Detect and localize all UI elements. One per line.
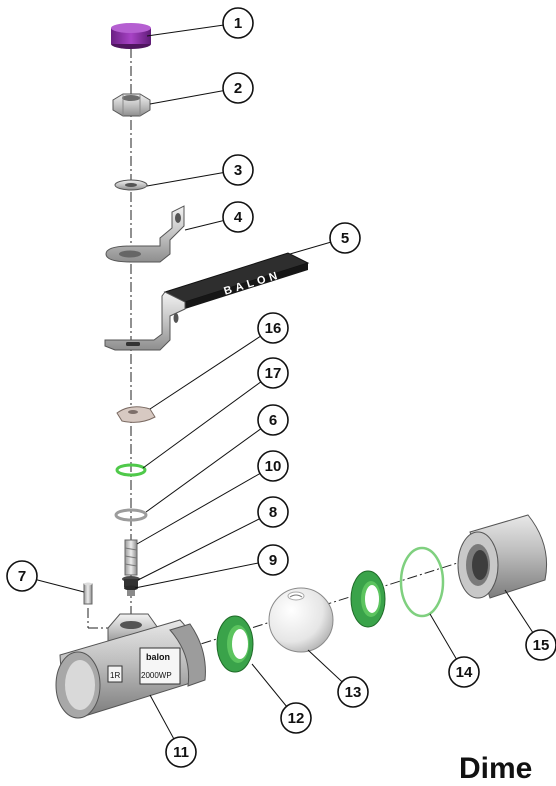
callout-number: 15 [533, 637, 550, 654]
hex-nut-part [112, 93, 151, 117]
leader-line [137, 511, 274, 581]
callout-number: 2 [234, 80, 242, 97]
body-rating-label: 2000WP [141, 671, 172, 680]
callout-number: 8 [269, 504, 277, 521]
callout-number: 10 [265, 458, 282, 475]
valve-body-part: 1R balon 2000WP [55, 613, 206, 719]
callout-number: 16 [265, 320, 282, 337]
callout-12: 12 [280, 702, 312, 734]
leader-line [142, 372, 274, 469]
callout-number: 4 [234, 209, 243, 226]
callout-17: 17 [257, 357, 289, 389]
seat-left-part [216, 615, 254, 673]
end-connector-part [457, 514, 548, 599]
callout-circle [165, 736, 197, 768]
callout-number: 17 [265, 365, 282, 382]
washer-part [114, 179, 148, 191]
seat-right-part [350, 570, 386, 628]
callout-10: 10 [257, 450, 289, 482]
callout-13: 13 [337, 676, 369, 708]
callout-9: 9 [257, 544, 289, 576]
callout-circle [6, 560, 38, 592]
callout-circle [222, 72, 254, 104]
callout-circle [280, 702, 312, 734]
callout-8: 8 [257, 496, 289, 528]
callout-14: 14 [448, 656, 480, 688]
leader-line [149, 327, 274, 410]
callout-1: 1 [222, 7, 254, 39]
callout-15: 15 [525, 629, 556, 661]
stop-washer-part [116, 406, 156, 423]
leader-line [134, 559, 274, 589]
stem-part [124, 539, 138, 576]
callout-circle [525, 629, 556, 661]
callout-number: 14 [456, 664, 473, 681]
leader-line [145, 419, 274, 513]
cap-nut-part [111, 23, 151, 49]
body-brand-label: balon [146, 652, 170, 662]
callout-number: 13 [345, 684, 362, 701]
callout-circle [257, 404, 289, 436]
callout-circle [222, 7, 254, 39]
callout-3: 3 [222, 154, 254, 186]
callout-number: 11 [173, 744, 189, 761]
section-heading: Dime [459, 752, 533, 785]
callout-number: 6 [269, 412, 277, 429]
body-size-label: 1R [110, 671, 120, 680]
callout-circle [222, 201, 254, 233]
callout-number: 9 [269, 552, 277, 569]
callout-circle [257, 496, 289, 528]
stop-plate-part [105, 205, 185, 263]
callout-number: 3 [234, 162, 242, 179]
callout-11: 11 [165, 736, 197, 768]
callout-circle [222, 154, 254, 186]
callout-circle [329, 222, 361, 254]
callout-5: 5 [329, 222, 361, 254]
callout-circle [448, 656, 480, 688]
ball-part [268, 587, 334, 653]
callout-number: 5 [341, 230, 349, 247]
callout-number: 7 [18, 568, 26, 585]
callout-4: 4 [222, 201, 254, 233]
packing-washer-part [114, 508, 148, 522]
stem-base-part [122, 576, 140, 596]
thin-ring-part [399, 546, 445, 618]
callout-circle [257, 544, 289, 576]
callout-circle [257, 357, 289, 389]
callout-6: 6 [257, 404, 289, 436]
stop-pin-part [83, 582, 93, 605]
callout-7: 7 [6, 560, 38, 592]
leader-line [136, 465, 274, 545]
callout-circle [257, 450, 289, 482]
callout-2: 2 [222, 72, 254, 104]
o-ring-part [115, 463, 147, 477]
callout-circle [257, 312, 289, 344]
callout-number: 12 [288, 710, 305, 727]
callout-number: 1 [234, 15, 242, 32]
callout-circle [337, 676, 369, 708]
callout-16: 16 [257, 312, 289, 344]
